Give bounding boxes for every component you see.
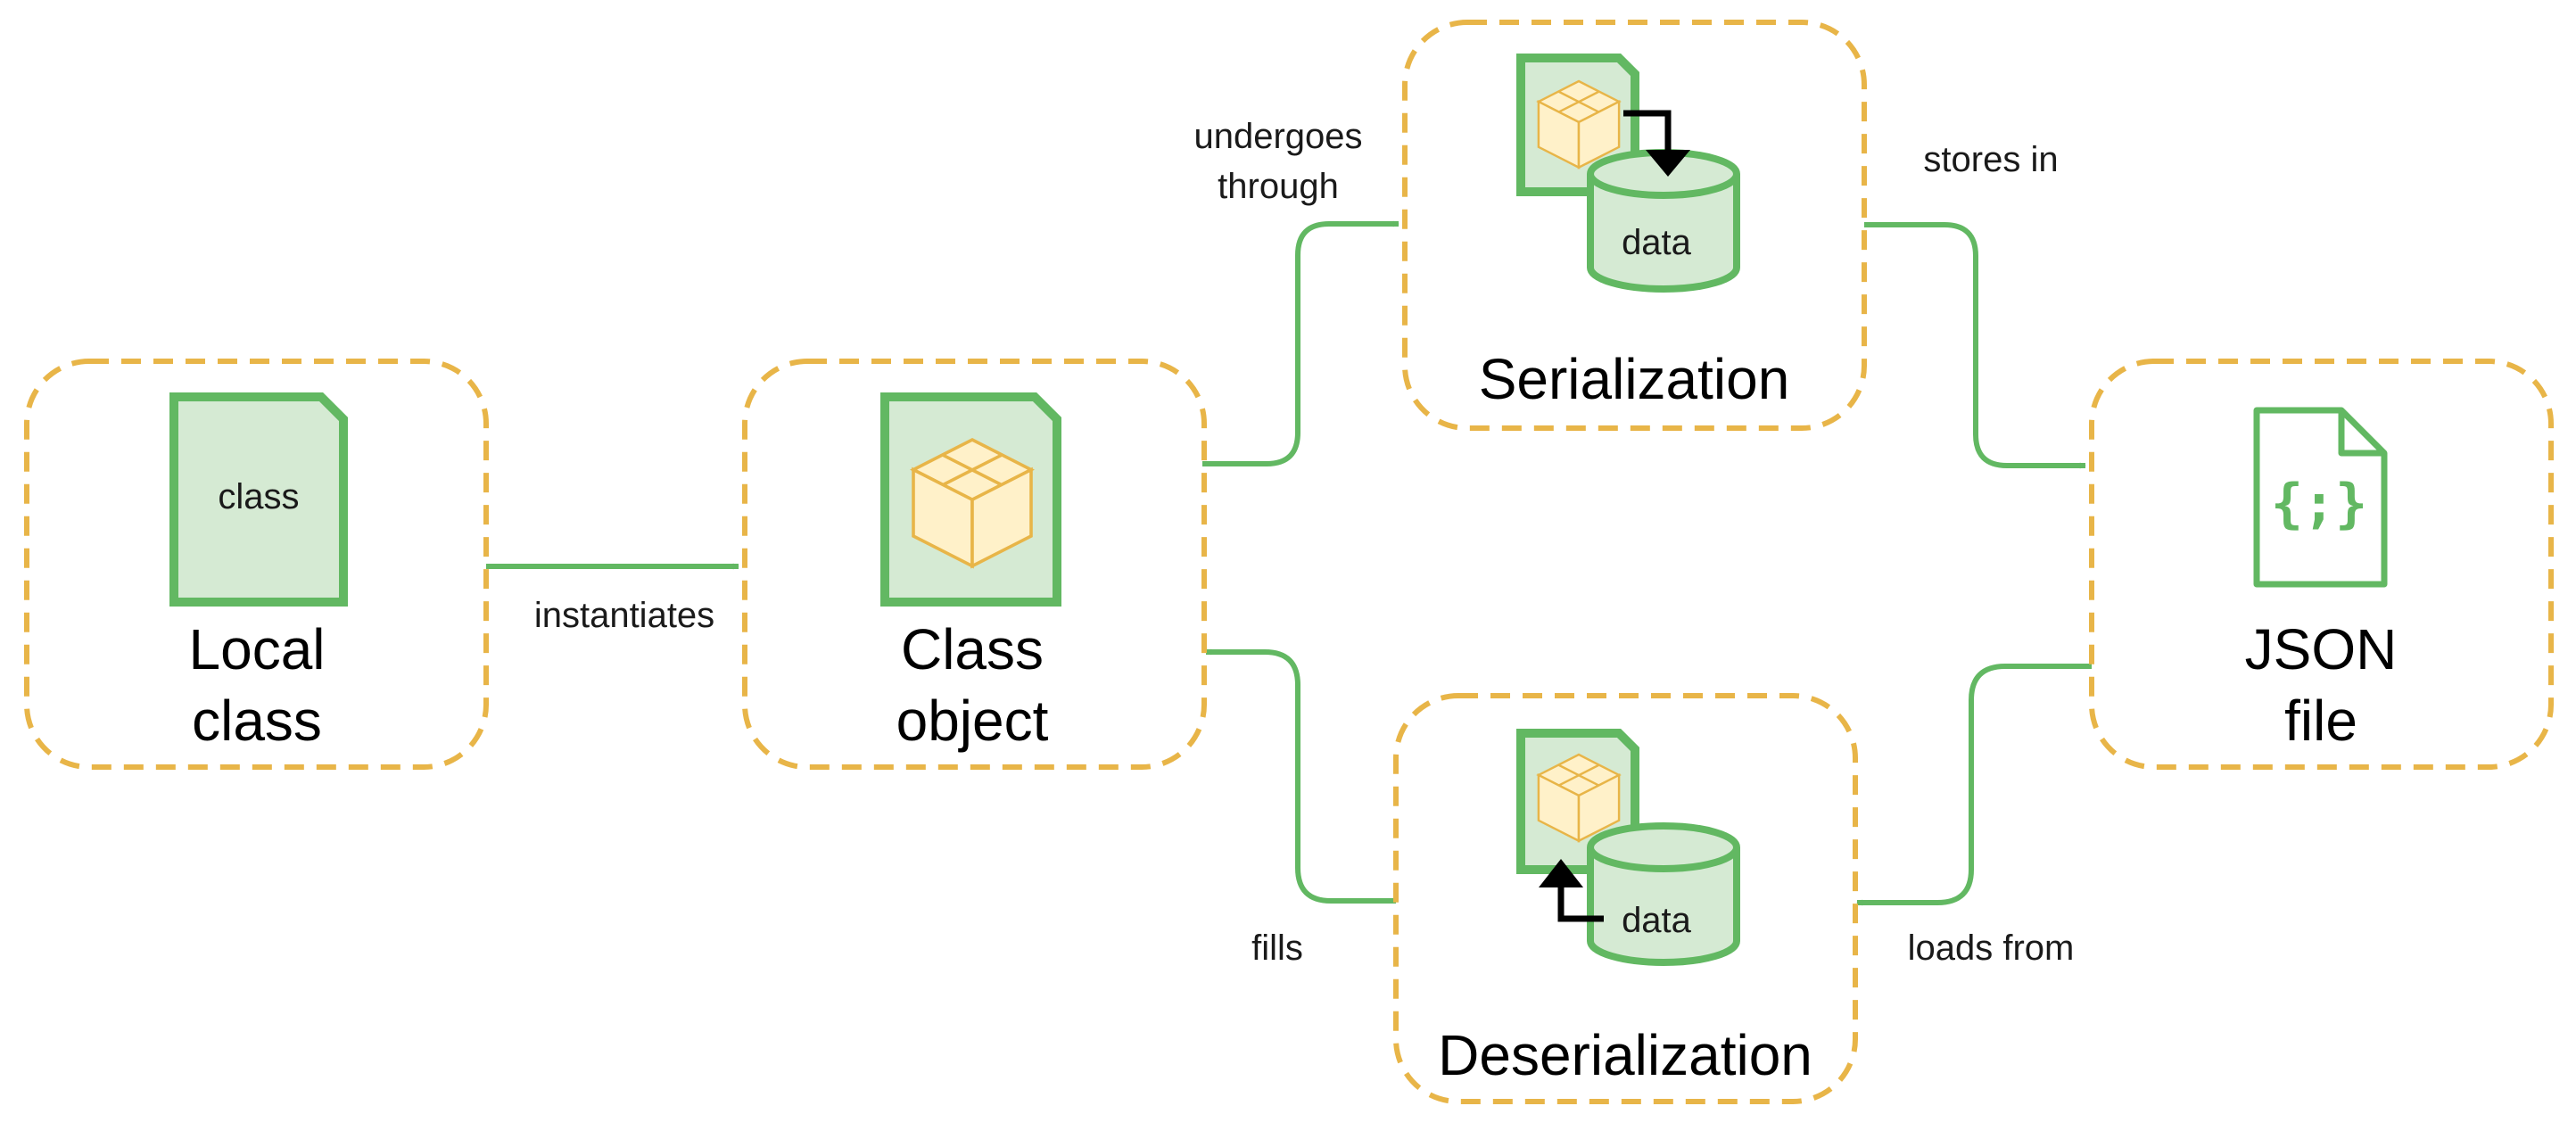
node-title-line1: Local <box>189 617 326 681</box>
node-class-object: Class object <box>742 359 1207 770</box>
edges <box>486 220 2092 906</box>
arrow-down-icon <box>1623 110 1690 177</box>
database-label: data <box>1622 901 1692 940</box>
class-file-icon: class <box>169 392 348 607</box>
node-box <box>1393 693 1858 1104</box>
class-icon-label: class <box>218 477 299 516</box>
node-title-line2: object <box>896 689 1049 753</box>
node-title-line2: class <box>192 689 322 753</box>
node-serialization: data Serialization <box>1402 20 1867 431</box>
label-undergoes-line2: through <box>1218 167 1339 206</box>
node-json-file: {;} JSON file <box>2089 359 2554 770</box>
label-instantiates: instantiates <box>534 596 714 635</box>
deserialization-icon: data <box>1516 729 1740 966</box>
edge-labels: instantiates undergoes through stores in… <box>534 117 2075 968</box>
node-title-line1: Class <box>901 617 1044 681</box>
edge-loads-from <box>1856 664 2092 906</box>
database-label: data <box>1622 223 1692 262</box>
node-title: Deserialization <box>1438 1023 1812 1087</box>
node-local-class: class Local class <box>24 359 489 770</box>
node-box <box>1402 20 1867 431</box>
serialization-icon: data <box>1516 54 1740 293</box>
json-file-icon: {;} <box>2253 407 2388 588</box>
edge-fills <box>1205 648 1396 904</box>
label-loads-from: loads from <box>1908 929 2075 968</box>
node-box <box>2089 359 2554 770</box>
arrow-up-icon <box>1539 859 1604 922</box>
edge-stores-in <box>1864 222 2086 469</box>
label-fills: fills <box>1251 929 1303 968</box>
node-box <box>24 359 489 770</box>
node-title-line2: file <box>2284 689 2357 753</box>
edge-undergoes-through <box>1202 220 1399 466</box>
node-title: Serialization <box>1479 347 1790 411</box>
node-box <box>742 359 1207 770</box>
object-file-icon <box>880 392 1061 607</box>
node-deserialization: data Deserialization <box>1393 693 1858 1104</box>
database-icon: data <box>1587 822 1740 966</box>
label-undergoes-line1: undergoes <box>1193 117 1362 156</box>
label-stores-in: stores in <box>1923 140 2058 179</box>
database-icon: data <box>1587 149 1740 293</box>
json-glyph: {;} <box>2271 473 2367 535</box>
node-title-line1: JSON <box>2245 617 2398 681</box>
